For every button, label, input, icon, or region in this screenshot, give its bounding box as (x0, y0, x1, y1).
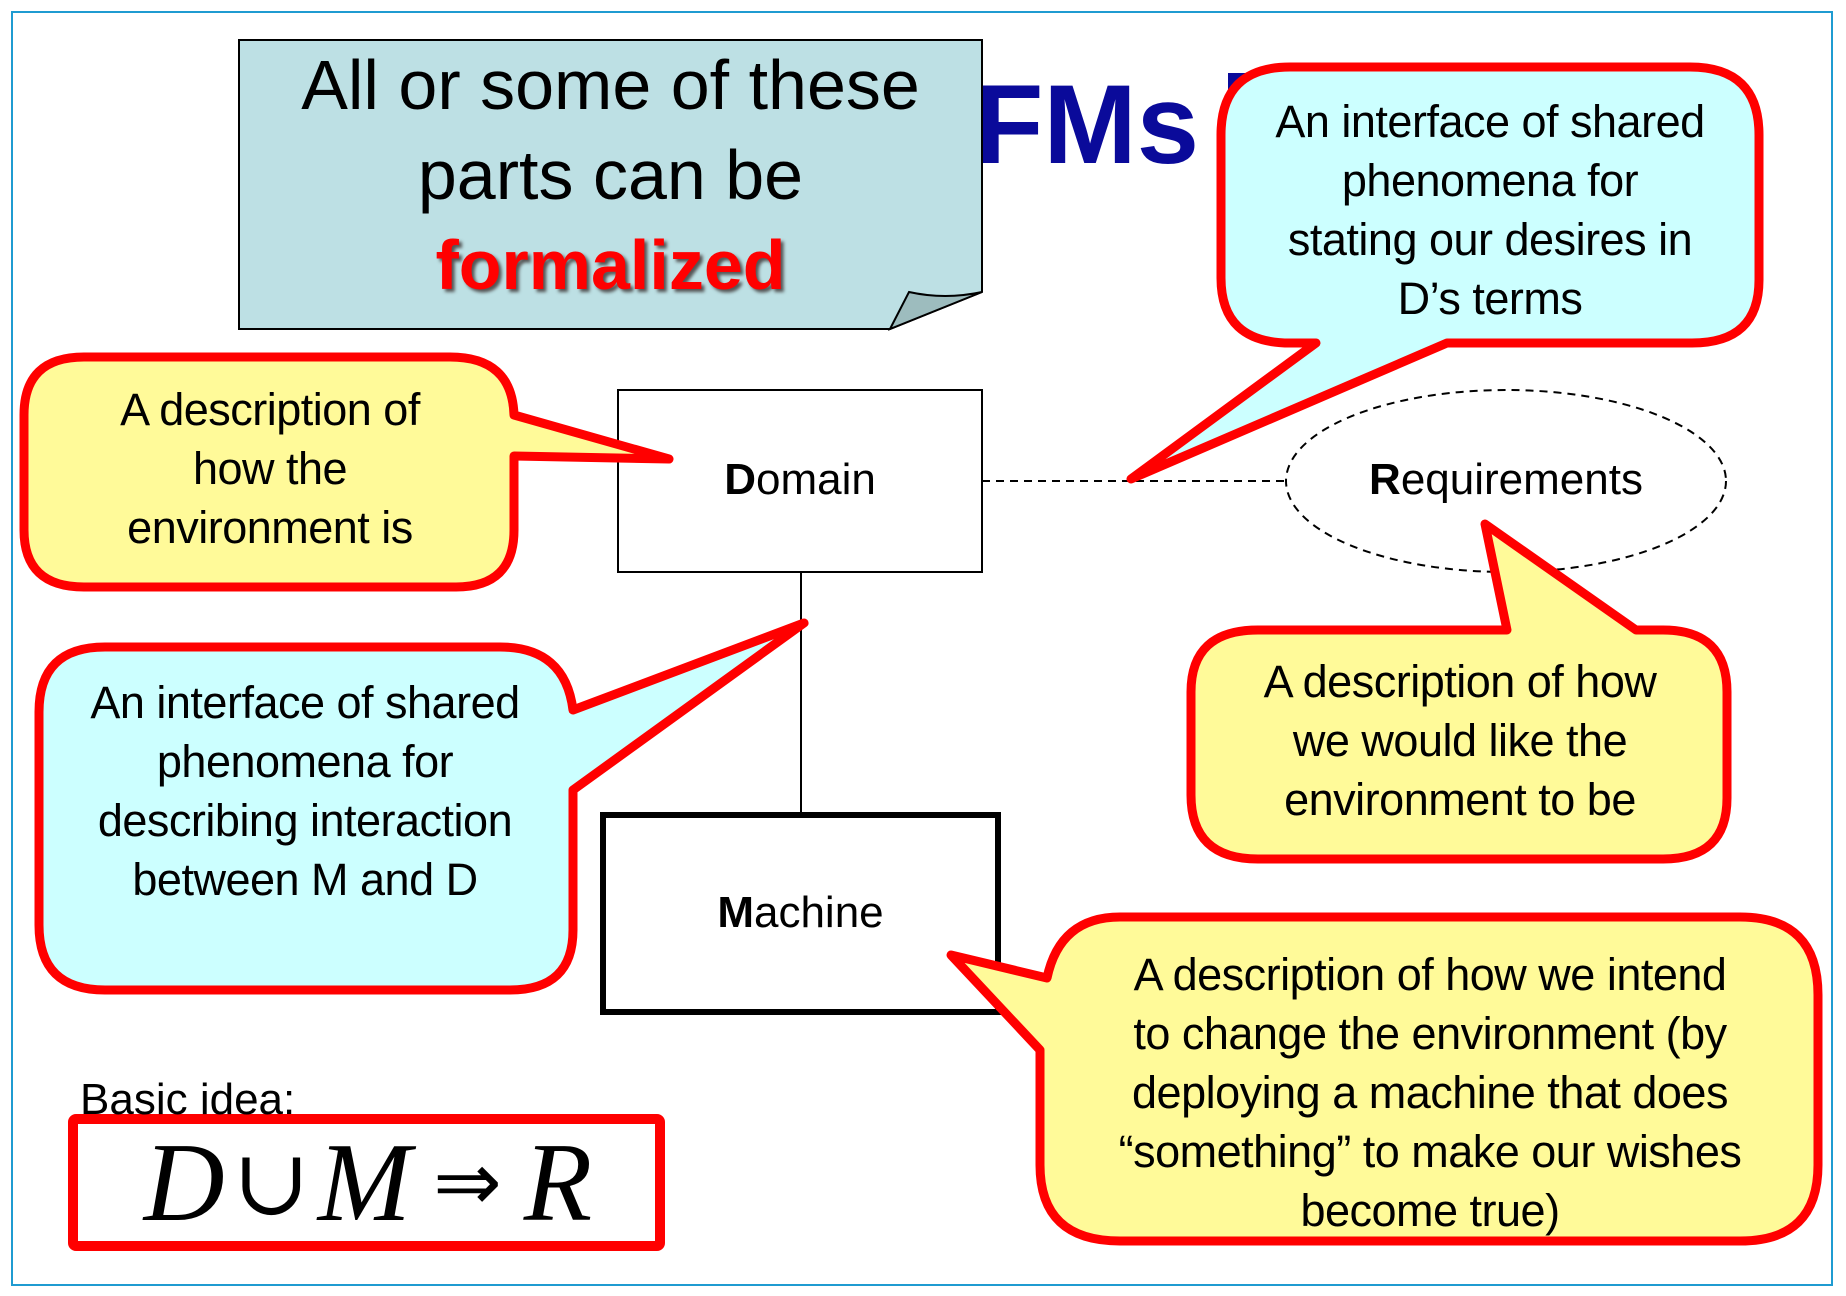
callout-machine-desc: A description of how we intend to change… (1045, 945, 1815, 1240)
callout-line: stating our desires in (1287, 214, 1693, 265)
domain-box[interactable] (617, 389, 983, 573)
machine-initial: M (717, 888, 754, 937)
note-line-2: parts can be (417, 136, 804, 214)
note-line-1: All or some of these (301, 46, 920, 124)
slide-title: FMs (975, 62, 1199, 187)
callout-line: between M and D (132, 854, 478, 905)
callout-line: describing interaction (97, 795, 513, 846)
callout-interface-md-shape (34, 618, 809, 995)
slide-frame (11, 11, 1833, 1286)
formula-box (68, 1114, 665, 1251)
machine-box[interactable] (600, 812, 1001, 1015)
note-fold-corner (887, 290, 983, 331)
callout-line: phenomena for (1341, 155, 1639, 206)
callout-domain-desc: A description of how the environment is (40, 380, 500, 557)
machine-label: Machine (603, 888, 998, 938)
callout-requirements-desc: A description of how we would like the e… (1195, 652, 1725, 829)
formula-m: M (317, 1121, 412, 1245)
callout-line: to change the environment (by (1133, 1008, 1727, 1059)
callout-line: A description of how we intend (1133, 949, 1727, 1000)
callout-interface-md: An interface of shared phenomena for des… (45, 673, 565, 909)
requirements-label-rest: equirements (1400, 455, 1643, 504)
formula-union-symbol: ∪ (232, 1129, 310, 1236)
note-text: All or some of these parts can be formal… (239, 40, 982, 310)
domain-label: Domain (618, 455, 982, 505)
callout-line: An interface of shared (1275, 96, 1705, 147)
callout-line: D’s terms (1397, 273, 1583, 324)
callout-domain-desc-shape (19, 352, 674, 592)
formula-r: R (523, 1121, 593, 1245)
domain-label-rest: omain (755, 455, 876, 504)
basic-idea-label: Basic idea: (80, 1075, 296, 1124)
formula: D ∪ M ⇒ R (78, 1122, 658, 1244)
callout-line: how the (192, 443, 348, 494)
callout-line: A description of (120, 384, 420, 435)
machine-label-rest: achine (753, 888, 884, 937)
callout-requirements-desc-shape (1186, 519, 1732, 864)
callout-line: we would like the (1292, 715, 1628, 766)
callout-interface-dr: An interface of shared phenomena for sta… (1225, 92, 1755, 328)
callout-machine-desc-shape (946, 912, 1823, 1246)
callout-line: environment to be (1284, 774, 1636, 825)
note-emphasis: formalized (435, 226, 786, 304)
callout-line: phenomena for (156, 736, 454, 787)
formula-d: D (143, 1121, 225, 1245)
formula-implies-symbol: ⇒ (433, 1135, 502, 1230)
callout-line: deploying a machine that does (1132, 1067, 1728, 1118)
callout-line: environment is (127, 502, 413, 553)
callout-line: An interface of shared (90, 677, 520, 728)
callout-interface-dr-shape (1126, 62, 1764, 484)
callout-line: become true) (1300, 1185, 1560, 1236)
domain-initial: D (724, 455, 756, 504)
requirements-initial: R (1369, 455, 1401, 504)
requirements-label: Requirements (1286, 455, 1726, 505)
callout-line: “something” to make our wishes (1118, 1126, 1742, 1177)
callout-line: A description of how (1263, 656, 1657, 707)
